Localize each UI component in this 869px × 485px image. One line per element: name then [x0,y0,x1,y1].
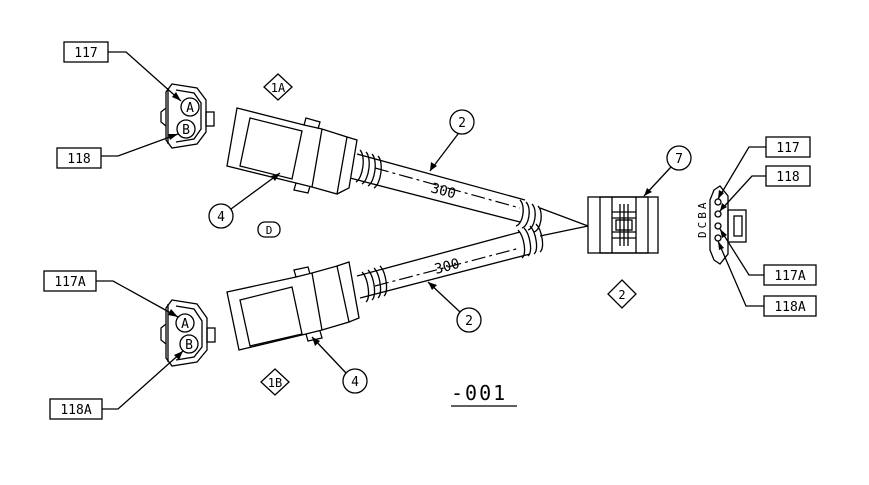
cable-bottom [356,223,544,303]
item-balloon-4-bottom: 4 [311,336,368,394]
wire-label-117-top-text: 117 [74,46,97,61]
item-balloon-7: 7 [643,145,692,197]
item-balloon-2-bottom-text: 2 [465,314,473,329]
cavity-a-top: A [180,97,200,117]
reference-diamond-1a-text: 1A [271,81,286,95]
connector-top [226,107,358,195]
wire-label-117-right-text: 117 [776,141,799,156]
item-balloon-2-top-text: 2 [458,116,466,131]
length-bottom-text: 300 [433,256,462,278]
reference-diamond-2-text: 2 [618,288,625,302]
reference-diamond-1b: 1B [260,368,290,396]
cavity-b-top-label: B [182,123,190,138]
length-label-bottom: 300 [433,256,462,278]
cavity-b-bottom: B [179,334,199,354]
wire-label-117-top: 117 [63,41,182,102]
cable-top [349,149,542,233]
cavity-a-bottom: A [175,313,195,333]
item-balloon-2-top: 2 [429,109,475,172]
connector-bottom [226,261,360,351]
dash-number: -001 [451,381,517,407]
wire-label-118-right: 118 [719,165,811,212]
wire-label-118-top: 118 [56,133,179,169]
wire-label-118-top-text: 118 [67,152,90,167]
note-d-text: D [266,224,273,237]
reference-diamond-1a: 1A [263,73,293,101]
dash-number-text: -001 [451,381,507,405]
pin-letters: DCBA [696,200,709,239]
length-top-text: 300 [429,180,458,202]
cavity-b-bottom-label: B [185,338,193,353]
wire-label-117a-left: 117A [43,270,179,318]
wire-label-118a-right: 118A [717,240,817,317]
item-balloon-4-top-text: 4 [217,210,225,225]
plug-bottom-left [160,299,216,367]
wire-label-118a-left: 118A [49,350,184,420]
length-label-top: 300 [429,180,458,202]
plug-top-left [160,83,215,149]
cavity-a-bottom-label: A [181,317,189,332]
wire-label-118a-left-text: 118A [60,403,91,418]
note-d: D [257,221,281,238]
receptacle [587,196,659,254]
wire-label-117a-right-text: 117A [774,269,805,284]
wire-label-118-right-text: 118 [776,170,799,185]
pin-face-view [709,185,747,265]
wire-label-117-right: 117 [717,136,811,200]
wire-label-118a-right-text: 118A [774,300,805,315]
item-balloon-4-top: 4 [208,172,281,229]
item-balloon-4-bottom-text: 4 [351,375,359,390]
wire-label-117a-left-text: 117A [54,275,85,290]
cavity-b-top: B [176,119,196,139]
cavity-a-top-label: A [186,101,194,116]
wire-label-117a-right: 117A [719,228,817,286]
item-balloon-2-bottom: 2 [427,281,482,333]
item-balloon-7-text: 7 [675,152,683,167]
y-junction [539,207,589,237]
reference-diamond-2: 2 [607,279,637,309]
reference-diamond-1b-text: 1B [268,376,282,390]
